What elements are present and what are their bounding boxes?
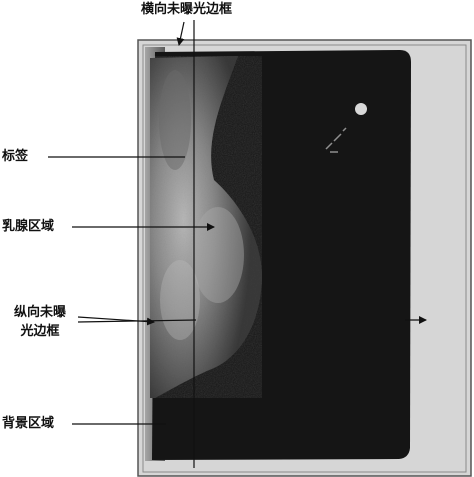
label-horizontal-unexposed-border: 横向未曝光边框 — [141, 2, 233, 17]
label-background-region: 背景区域 — [2, 416, 55, 431]
film-frame — [142, 44, 467, 473]
label-vertical-unexposed-border-1: 纵向未曝 — [13, 305, 66, 320]
tag-marker — [355, 103, 367, 115]
tissue-texture-3 — [159, 70, 191, 170]
label-breast-region: 乳腺区域 — [2, 219, 55, 234]
vertical-border-pointer-line-2 — [77, 319, 197, 323]
label-tag: 标签 — [2, 149, 29, 164]
tag-text — [325, 127, 347, 153]
label-vertical-unexposed-border-2: 光边框 — [20, 324, 60, 339]
tissue-texture-1 — [192, 207, 244, 303]
horizontal-border-arrow — [176, 21, 185, 46]
